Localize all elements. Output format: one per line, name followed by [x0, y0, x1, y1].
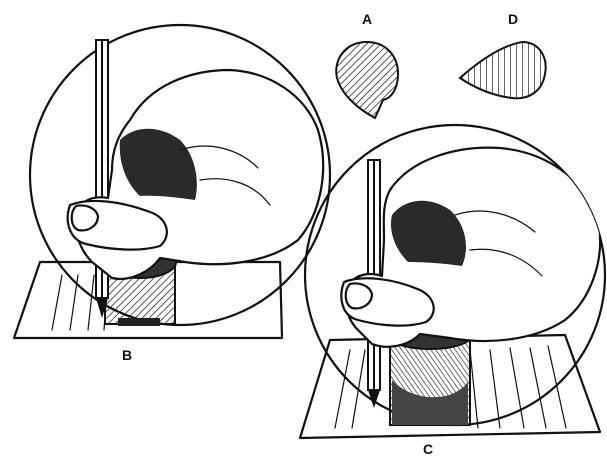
figure-c: C [300, 125, 605, 457]
shape-d: D [460, 11, 546, 98]
shape-d-outline [460, 42, 546, 98]
shape-a: A [336, 11, 398, 118]
shape-a-label: A [362, 11, 372, 27]
figure-b: B [14, 25, 330, 363]
shape-d-label: D [508, 11, 518, 27]
shape-a-outline [336, 42, 398, 118]
figure-b-label: B [122, 347, 132, 363]
figure-c-label: C [423, 441, 433, 457]
figure-b-pencil [96, 40, 108, 318]
